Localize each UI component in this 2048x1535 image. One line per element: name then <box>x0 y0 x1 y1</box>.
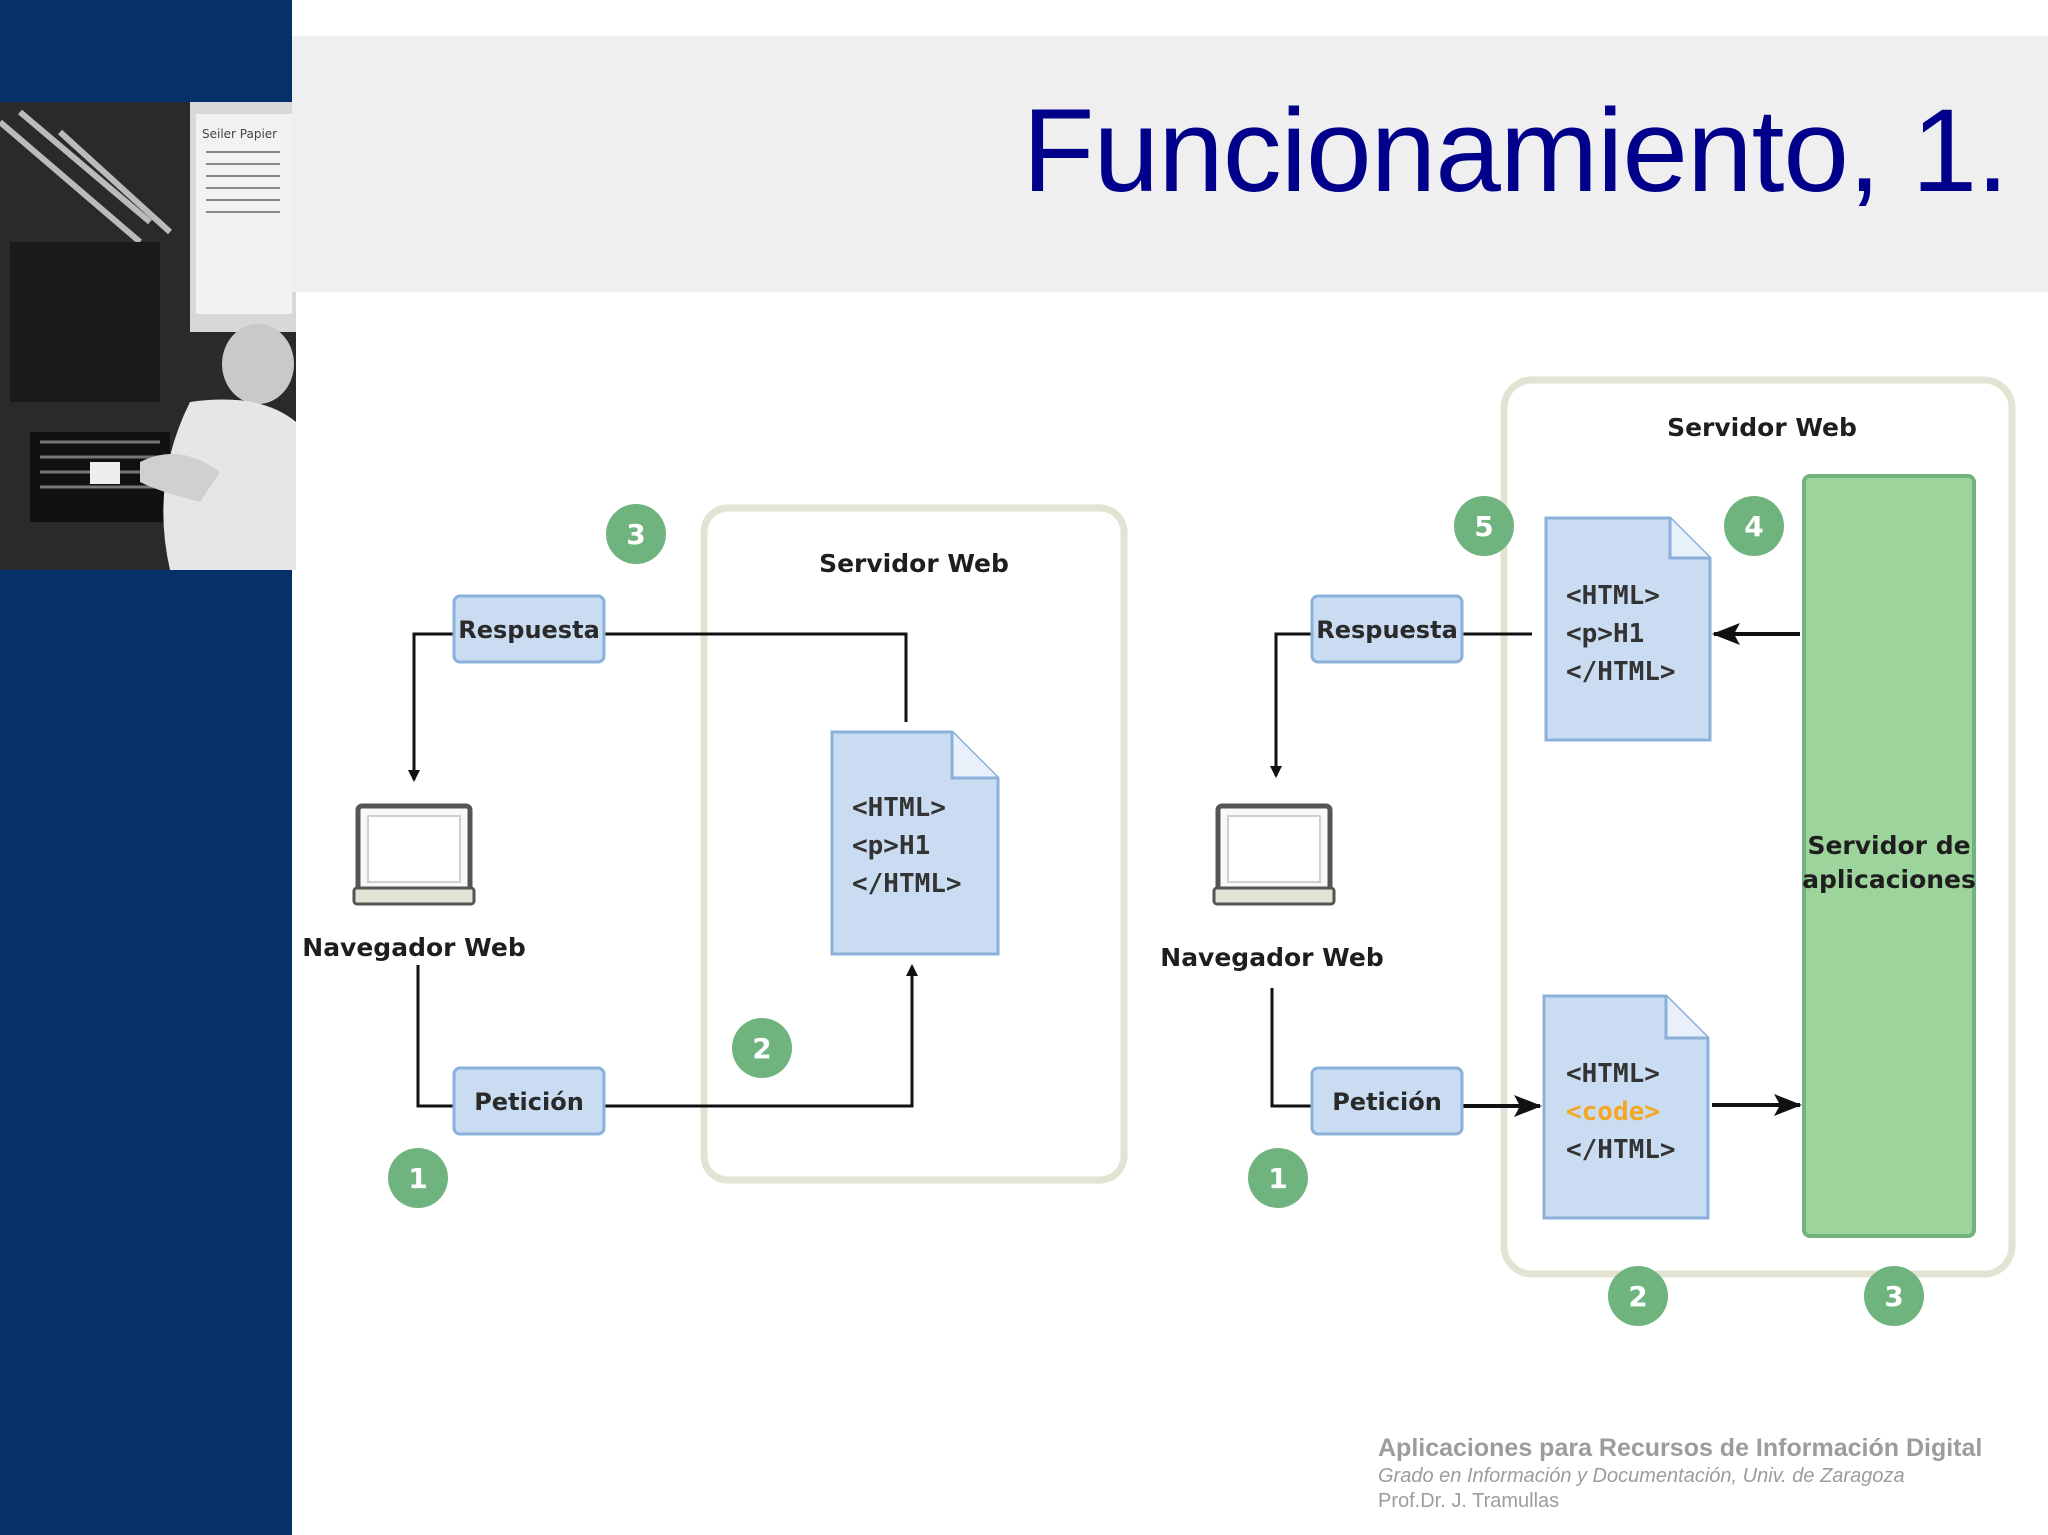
svg-text:1: 1 <box>1268 1162 1287 1195</box>
dynamic-step-3: 3 <box>1864 1266 1924 1326</box>
photo-sign-text: Seiler Papier <box>202 127 277 141</box>
dynamic-step-4: 4 <box>1724 496 1784 556</box>
dynamic-step-5: 5 <box>1454 496 1514 556</box>
web-architecture-diagram: Servidor Web <HTML> <p>H1 </HTML> Respue… <box>302 376 2016 1326</box>
output-doc-line-3: </HTML> <box>1566 657 1676 687</box>
static-step-2: 2 <box>732 1018 792 1078</box>
static-browser-laptop-icon <box>352 803 476 906</box>
typesetting-machine-photo-icon: Seiler Papier <box>0 102 296 570</box>
input-doc-line-1: <HTML> <box>1566 1059 1660 1089</box>
dynamic-browser-label: Navegador Web <box>1160 943 1383 972</box>
static-request-button: Petición <box>452 1066 606 1136</box>
dynamic-output-document: <HTML> <p>H1 </HTML> <box>1544 516 1712 742</box>
dynamic-response-arrow <box>1270 632 1312 778</box>
static-server-box <box>700 504 1128 1184</box>
static-html-document: <HTML> <p>H1 </HTML> <box>830 730 1000 956</box>
dynamic-response-button: Respuesta <box>1310 594 1464 664</box>
static-response-line <box>604 632 908 722</box>
slide-title: Funcionamiento, 1. <box>1022 85 2009 217</box>
static-request-line <box>416 965 454 1108</box>
typesetting-photo: Seiler Papier <box>0 102 296 570</box>
output-doc-line-2: <p>H1 <box>1566 619 1644 649</box>
svg-text:2: 2 <box>752 1032 771 1065</box>
svg-text:4: 4 <box>1744 510 1763 543</box>
static-response-button: Respuesta <box>452 594 606 664</box>
static-doc-line-1: <HTML> <box>852 793 946 823</box>
static-response-arrow <box>408 632 454 782</box>
dynamic-web-diagram: Servidor Web Servidor de aplicaciones <H… <box>1160 376 2016 1326</box>
static-request-arrow <box>604 964 918 1108</box>
dynamic-browser-laptop-icon <box>1212 803 1336 906</box>
input-doc-code-line: <code> <box>1566 1097 1660 1127</box>
dynamic-request-label: Petición <box>1332 1088 1442 1116</box>
app-server-label-2: aplicaciones <box>1802 865 1976 894</box>
dynamic-step-1: 1 <box>1248 1148 1308 1208</box>
svg-text:5: 5 <box>1474 510 1493 543</box>
dynamic-server-label: Servidor Web <box>1667 413 1857 442</box>
svg-text:3: 3 <box>1884 1280 1903 1313</box>
dynamic-response-label: Respuesta <box>1316 616 1458 644</box>
footer-course: Aplicaciones para Recursos de Informació… <box>1378 1434 1983 1462</box>
static-request-label: Petición <box>474 1088 584 1116</box>
dynamic-input-document: <HTML> <code> </HTML> <box>1542 994 1710 1220</box>
output-doc-line-1: <HTML> <box>1566 581 1660 611</box>
static-step-3: 3 <box>606 504 666 564</box>
title-bar <box>292 36 2048 292</box>
static-step-1: 1 <box>388 1148 448 1208</box>
app-server-label-1: Servidor de <box>1807 831 1970 860</box>
input-doc-line-3: </HTML> <box>1566 1135 1676 1165</box>
svg-text:2: 2 <box>1628 1280 1647 1313</box>
svg-text:3: 3 <box>626 518 645 551</box>
slide-footer: Aplicaciones para Recursos de Informació… <box>1378 1434 2038 1513</box>
dynamic-server-box <box>1500 376 2016 1278</box>
dynamic-step-2: 2 <box>1608 1266 1668 1326</box>
dynamic-request-button: Petición <box>1310 1066 1464 1136</box>
static-server-label: Servidor Web <box>819 549 1009 578</box>
svg-text:1: 1 <box>408 1162 427 1195</box>
static-response-label: Respuesta <box>458 616 600 644</box>
static-browser-label: Navegador Web <box>302 933 525 962</box>
app-server-block: Servidor de aplicaciones <box>1802 474 1976 1238</box>
static-doc-line-2: <p>H1 <box>852 831 930 861</box>
static-web-diagram: Servidor Web <HTML> <p>H1 </HTML> Respue… <box>302 504 1128 1208</box>
footer-author: Prof.Dr. J. Tramullas <box>1378 1490 1560 1512</box>
footer-degree: Grado en Información y Documentación, Un… <box>1378 1465 1905 1487</box>
static-doc-line-3: </HTML> <box>852 869 962 899</box>
dynamic-request-line <box>1270 988 1312 1108</box>
